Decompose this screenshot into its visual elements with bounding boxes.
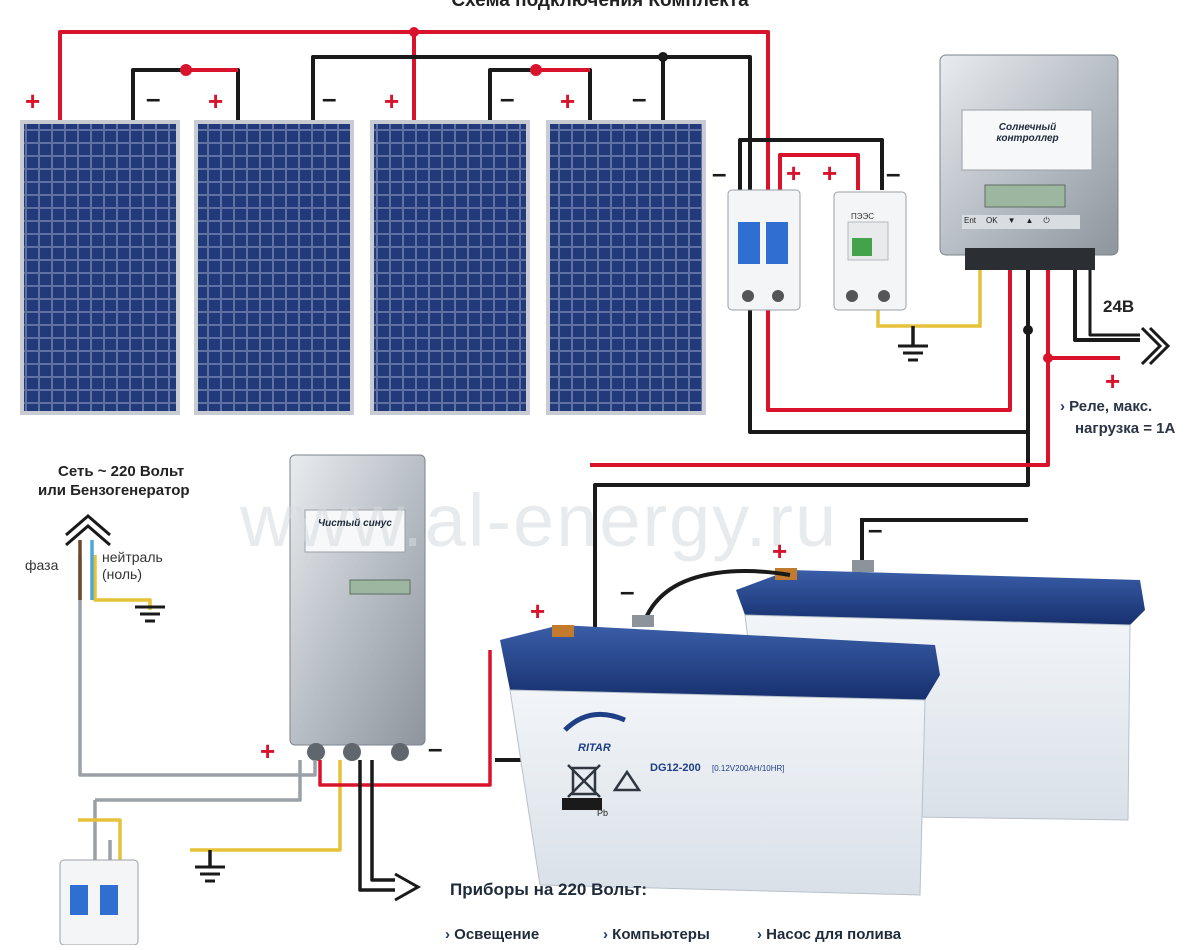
ground-icon — [135, 605, 165, 623]
plus-sign: + — [786, 158, 802, 188]
controller-label: Солнечный контроллер — [996, 122, 1059, 144]
minus-sign: – — [146, 83, 161, 113]
watermark: www.al-energy.ru — [240, 479, 839, 562]
device-item: › Освещение — [445, 926, 540, 943]
controller-button-up[interactable]: ▲ — [1025, 216, 1034, 225]
circuit-breaker — [727, 189, 801, 311]
minus-sign: – — [632, 83, 647, 113]
trash-bin-crossed-icon — [567, 764, 601, 798]
ac-wiring — [78, 540, 492, 892]
battery-spec: [0.12V200AH/10HR] — [712, 764, 785, 773]
plus-sign: + — [772, 536, 788, 566]
battery-front — [500, 615, 940, 896]
minus-sign: – — [322, 83, 337, 113]
plus-sign: + — [208, 86, 224, 116]
surge-protector — [833, 191, 907, 311]
controller-button-ent[interactable]: Ent — [964, 216, 977, 225]
solar-controller — [939, 54, 1119, 270]
plus-sign: + — [822, 158, 838, 188]
controller-buttons: Ent OK ▼ ▲ ⏻ — [964, 216, 1050, 226]
battery-chem: Pb — [597, 808, 609, 818]
inverter-label: Чистый синус — [318, 518, 392, 529]
minus-sign: – — [886, 158, 901, 188]
controller-button-ok[interactable]: OK — [986, 216, 998, 225]
controller-button-down[interactable]: ▼ — [1007, 216, 1016, 225]
battery-model: DG12-200 — [650, 762, 701, 774]
relay-output-arrow — [1140, 326, 1171, 366]
junction-dot — [530, 64, 542, 76]
minus-sign: – — [712, 158, 727, 188]
ground-icon — [898, 344, 928, 362]
recycle-icon — [612, 769, 642, 792]
controller-button-power[interactable]: ⏻ — [1043, 216, 1050, 225]
junction-dot — [180, 64, 192, 76]
device-item: › Насос для полива — [757, 926, 902, 943]
plus-sign: + — [25, 86, 41, 116]
devices-output-arrow — [394, 872, 422, 902]
voltage-label: 24В — [1103, 297, 1135, 316]
ground-icon — [195, 865, 225, 883]
plus-sign: + — [260, 736, 276, 766]
grid-label-line2: или Бензогенератор — [38, 482, 190, 499]
junction-dot — [409, 27, 419, 37]
plus-sign: + — [1105, 366, 1121, 396]
phase-label: фаза — [25, 557, 59, 573]
ac-breaker — [59, 859, 139, 946]
neutral-label-line1: нейтраль — [102, 549, 163, 565]
relay-note-line1: › Реле, макс. — [1060, 398, 1153, 415]
breaker-label: ПЭЭС — [851, 212, 875, 221]
diagram-title: Схема подключения Комплекта — [451, 0, 749, 11]
inverter — [289, 454, 426, 761]
grid-input-arrow — [65, 514, 111, 547]
battery-brand: RITAR — [578, 742, 611, 754]
solar-panel-1 — [20, 120, 180, 415]
devices-heading: Приборы на 220 Вольт: — [450, 880, 648, 899]
minus-sign: – — [868, 514, 883, 544]
relay-note-line2: нагрузка = 1А — [1075, 420, 1176, 437]
device-item: › Компьютеры — [603, 926, 710, 943]
minus-sign: – — [620, 576, 635, 606]
plus-sign: + — [384, 86, 400, 116]
junction-dot — [1023, 325, 1033, 335]
ground-wiring-top — [876, 270, 982, 345]
solar-panel-2 — [194, 120, 354, 415]
battery-wire — [643, 518, 1028, 621]
minus-sign: – — [500, 83, 515, 113]
junction-dot — [658, 52, 668, 62]
solar-panel-3 — [370, 120, 530, 415]
grid-label-line1: Сеть ~ 220 Вольт — [58, 463, 185, 480]
neutral-label-line2: (ноль) — [102, 566, 142, 582]
plus-sign: + — [530, 596, 546, 626]
plus-sign: + — [560, 86, 576, 116]
minus-sign: – — [428, 733, 443, 763]
junction-dot — [1043, 353, 1053, 363]
ritar-logo — [563, 711, 626, 732]
solar-panel-4 — [546, 120, 706, 415]
